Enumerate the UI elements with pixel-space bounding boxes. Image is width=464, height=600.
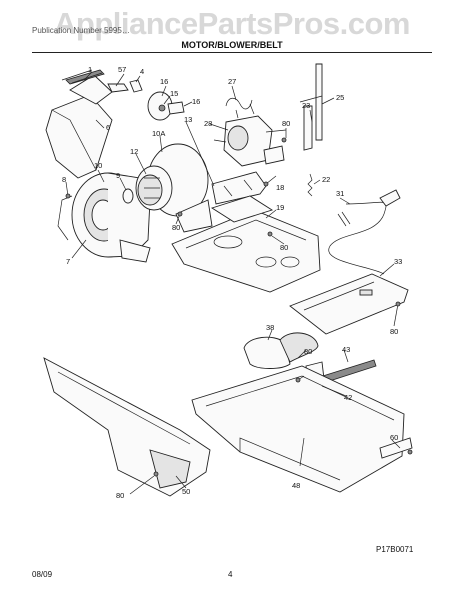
callout-33: 33 [394,257,402,266]
callout-25: 25 [336,93,344,102]
callout-12: 12 [130,147,138,156]
callout-numbers: 1 57 4 6 16 15 16 13 27 28 10A 12 9 10 8… [62,65,402,500]
callout-80-elbow: 80 [304,347,312,356]
callout-16b: 16 [192,97,200,106]
screws [65,137,413,477]
footer-date: 08/09 [32,570,53,579]
callout-18: 18 [276,183,284,192]
callout-31: 31 [336,189,344,198]
callout-19: 19 [276,203,284,212]
part-base-plate [171,195,321,293]
part-motor [213,115,287,167]
callout-80-blower: 80 [172,223,180,232]
callout-6: 6 [106,123,110,132]
callout-38: 38 [266,323,274,332]
part-blower-wheel [135,143,213,233]
callout-9: 9 [116,171,120,180]
title-rule [32,52,432,53]
callout-10a: 10A [152,129,165,138]
callout-80-base: 80 [280,243,288,252]
part-spring [307,173,313,197]
callout-13: 13 [184,115,192,124]
part-centrifugal-switch [147,91,185,121]
callout-50: 50 [182,487,190,496]
callout-48: 48 [292,481,300,490]
callout-1: 1 [88,65,92,74]
part-back-panel [43,357,211,497]
callout-42: 42 [344,393,352,402]
callout-22: 22 [322,175,330,184]
part-shield-panel [289,273,409,335]
callout-60: 60 [390,433,398,442]
callout-43: 43 [342,345,350,354]
watermark: AppliancePartsPros.com [54,6,410,41]
part-power-cord [328,189,401,275]
callout-16a: 16 [160,77,168,86]
part-spacer [122,188,134,204]
callout-80-motor: 80 [282,119,290,128]
callout-80-shield: 80 [390,327,398,336]
section-title: MOTOR/BLOWER/BELT [181,40,283,50]
part-base-tray [191,365,413,493]
part-motor-bracket [211,171,267,205]
callout-80-panel: 80 [116,491,124,500]
callout-27: 27 [228,77,236,86]
part-elbow-duct [243,332,319,369]
callout-28: 28 [204,119,212,128]
footer-page-number: 4 [228,570,233,579]
part-lint-strip [65,69,105,85]
part-idler-arm [299,63,323,151]
part-clips [107,79,143,93]
callout-23: 23 [302,101,310,110]
callout-4: 4 [140,67,144,76]
figure-code: P17B0071 [376,545,414,554]
publication-header: Publication Number 5995… [32,26,130,35]
callout-10: 10 [94,161,102,170]
callout-7: 7 [66,257,70,266]
leader-lines [65,71,401,495]
callout-8: 8 [62,175,66,184]
part-harness [225,97,255,119]
callout-15: 15 [170,89,178,98]
callout-57: 57 [118,65,126,74]
part-duct [45,69,113,179]
